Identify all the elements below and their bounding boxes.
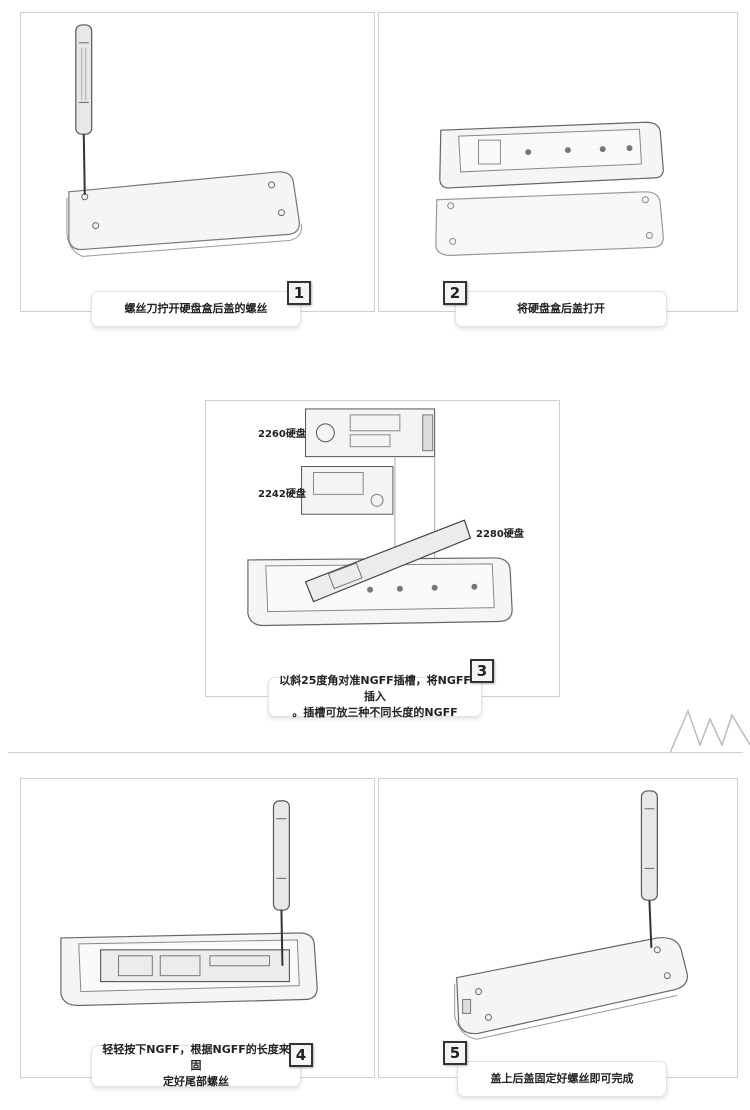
step-2-caption-line: 将硬盘盒后盖打开 xyxy=(517,302,605,315)
step-3-panel: 2260硬盘 2242硬盘 2280硬盘 以斜25度角对准NGFF插槽，将NGF… xyxy=(205,400,560,719)
step-5-badge: 5 xyxy=(443,1041,467,1065)
step-5-illustration xyxy=(454,790,688,1040)
step-2-badge: 2 xyxy=(443,281,467,305)
ssd-2242-label: 2242硬盘 xyxy=(258,489,306,500)
step-1-badge: 1 xyxy=(287,281,311,305)
step-4-caption-line-2: 定好尾部螺丝 xyxy=(163,1075,229,1088)
step-2-illustration xyxy=(435,121,664,256)
step-3-badge: 3 xyxy=(470,659,494,683)
step-5-panel: 盖上后盖固定好螺丝即可完成 5 xyxy=(378,778,738,1097)
step-4-badge: 4 xyxy=(289,1043,313,1067)
step-2-caption: 将硬盘盒后盖打开 xyxy=(455,291,667,327)
step-4-caption-line-1: 轻轻按下NGFF，根据NGFF的长度来固 xyxy=(102,1043,290,1072)
step-5-caption: 盖上后盖固定好螺丝即可完成 xyxy=(457,1061,667,1097)
step-3-illustration xyxy=(247,408,513,627)
step-4-illustration xyxy=(60,800,318,1007)
step-3-caption-line-2: 。插槽可放三种不同长度的NGFF xyxy=(292,706,458,719)
step-3-caption-line-1: 以斜25度角对准NGFF插槽，将NGFF插入 xyxy=(279,674,471,703)
step-3-caption: 以斜25度角对准NGFF插槽，将NGFF插入 。插槽可放三种不同长度的NGFF xyxy=(268,674,482,719)
step-1-panel: 螺丝刀拧开硬盘盒后盖的螺丝 1 xyxy=(20,12,375,327)
step-1-caption: 螺丝刀拧开硬盘盒后盖的螺丝 xyxy=(91,291,301,327)
step-1-caption-line: 螺丝刀拧开硬盘盒后盖的螺丝 xyxy=(124,302,268,315)
ssd-2280-label: 2280硬盘 xyxy=(476,529,524,540)
ssd-2260-label: 2260硬盘 xyxy=(258,429,306,440)
step-4-caption: 轻轻按下NGFF，根据NGFF的长度来固 定好尾部螺丝 xyxy=(91,1043,301,1088)
step-5-caption-line: 盖上后盖固定好螺丝即可完成 xyxy=(490,1072,634,1085)
step-2-panel: 将硬盘盒后盖打开 2 xyxy=(378,12,738,327)
step-1-illustration xyxy=(66,24,303,257)
step-4-panel: 轻轻按下NGFF，根据NGFF的长度来固 定好尾部螺丝 4 xyxy=(20,778,375,1088)
zigzag-decoration xyxy=(670,708,750,753)
section-divider xyxy=(8,752,743,753)
